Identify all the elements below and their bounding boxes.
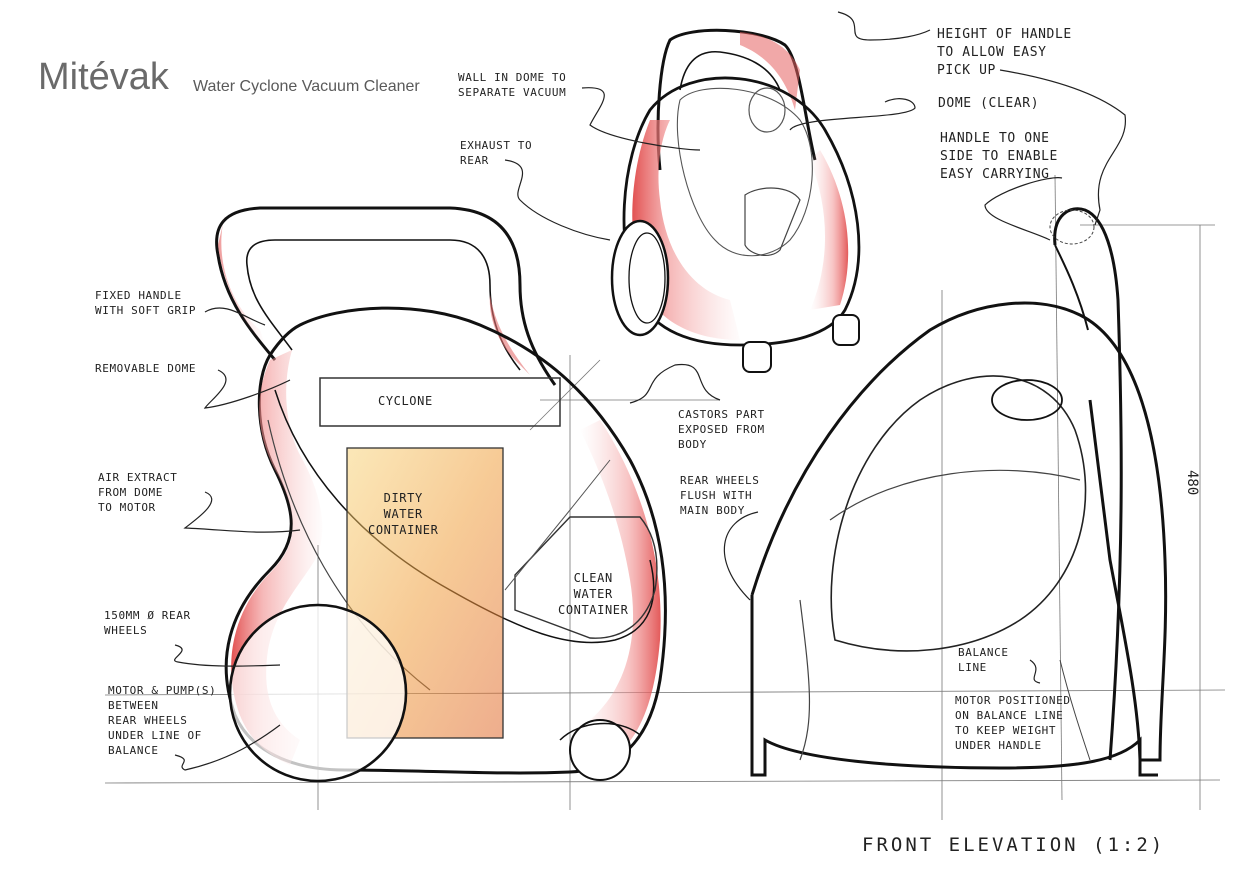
product-subtitle: Water Cyclone Vacuum Cleaner bbox=[193, 78, 420, 95]
front-dome bbox=[830, 375, 1087, 652]
construction-lines bbox=[104, 174, 1226, 820]
dirty-water-label: DIRTY WATER CONTAINER bbox=[368, 491, 439, 537]
front-handle bbox=[1053, 207, 1123, 761]
annotation-wall-in-dome: WALL IN DOME TO SEPARATE VACUUM bbox=[458, 71, 567, 99]
side-rear-wheel bbox=[228, 603, 408, 783]
cyclone-label: CYCLONE bbox=[378, 394, 433, 408]
annotation-dome-clear: DOME (CLEAR) bbox=[938, 96, 1040, 111]
annotation-air-extract: AIR EXTRACT FROM DOME TO MOTOR bbox=[98, 471, 178, 514]
front-dome-cap bbox=[991, 379, 1063, 421]
side-main-body bbox=[224, 306, 667, 775]
annotation-motor-positioned: MOTOR POSITIONED ON BALANCE LINE TO KEEP… bbox=[955, 694, 1071, 752]
cyclone-chamber bbox=[319, 377, 561, 427]
annotation-rear-wheels: 150mm Ø REAR WHEELS bbox=[104, 609, 191, 637]
annotation-exhaust: EXHAUST TO REAR bbox=[460, 139, 533, 167]
side-castor bbox=[569, 719, 631, 781]
annotation-handle-one-side: HANDLE TO ONE SIDE TO ENABLE EASY CARRYI… bbox=[940, 131, 1058, 182]
height-dimension: 480 bbox=[1184, 470, 1200, 496]
annotation-fixed-handle: FIXED HANDLE WITH SOFT GRIP bbox=[95, 289, 197, 317]
persp-handle bbox=[656, 28, 817, 171]
front-elevation-drawing bbox=[750, 207, 1168, 777]
annotation-balance-line: BALANCE LINE bbox=[958, 646, 1009, 674]
front-body bbox=[750, 301, 1168, 762]
perspective-view-drawing bbox=[610, 28, 861, 373]
clean-water-container bbox=[514, 516, 658, 639]
annotation-rear-wheels-flush: REAR WHEELS FLUSH WITH MAIN BODY bbox=[680, 474, 760, 517]
clean-water-label: CLEAN WATER CONTAINER bbox=[558, 571, 629, 617]
side-handle bbox=[215, 206, 557, 386]
leader-lines bbox=[174, 11, 1126, 771]
annotation-height-of-handle: HEIGHT OF HANDLE TO ALLOW EASY PICK UP bbox=[937, 27, 1072, 78]
product-title: Mitévak bbox=[38, 56, 169, 98]
annotation-removable-dome: REMOVABLE DOME bbox=[95, 362, 197, 375]
annotation-motor-pump: MOTOR & PUMP(S) BETWEEN REAR WHEELS UNDE… bbox=[108, 684, 217, 757]
persp-rear-wheel bbox=[610, 219, 670, 337]
side-view-drawing bbox=[215, 206, 667, 783]
view-caption: FRONT ELEVATION (1:2) bbox=[862, 834, 1166, 856]
annotation-castors: CASTORS PART EXPOSED FROM BODY bbox=[678, 408, 765, 451]
persp-castor-2 bbox=[832, 314, 860, 346]
persp-castor-1 bbox=[742, 341, 772, 373]
